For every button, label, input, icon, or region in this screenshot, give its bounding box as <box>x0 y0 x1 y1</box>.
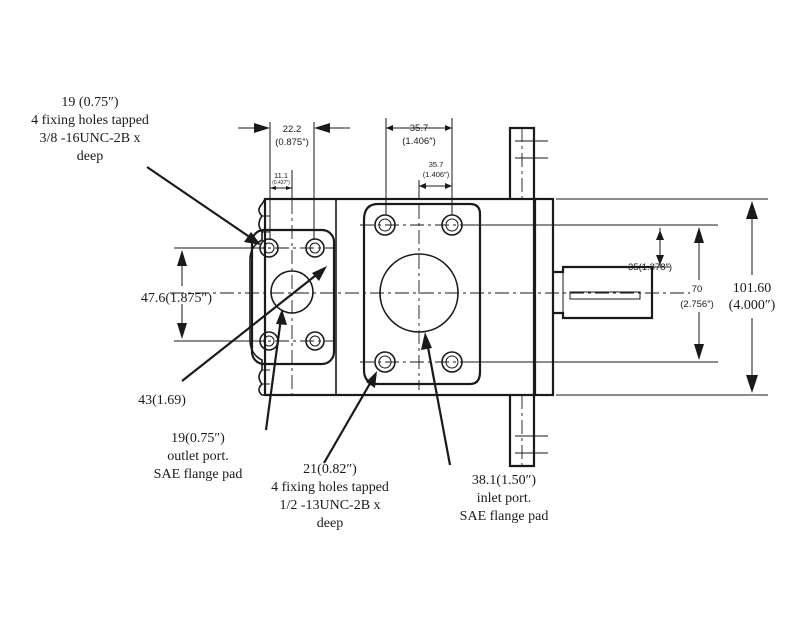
dim-47-6-label: 47.6(1.875″) <box>141 291 212 306</box>
dim-11-1-mm: 11.1 <box>274 171 288 180</box>
inlet-holes-line4: deep <box>317 516 343 531</box>
leader-inlet-holes: 21(0.82″) 4 fixing holes tapped 1/2 -13U… <box>271 371 389 531</box>
dimension-22-2: 22.2 (0.875″) <box>238 122 350 240</box>
outlet-port-line1: 19(0.75″) <box>171 431 225 446</box>
inlet-holes-line1: 21(0.82″) <box>303 462 357 477</box>
leader-inlet-port: 38.1(1.50″) inlet port. SAE flange pad <box>421 332 548 524</box>
dim-35-7-top-mm: 35.7 <box>410 123 429 134</box>
outlet-holes-line1: 19 (0.75″) <box>61 95 118 110</box>
outlet-holes-line3: 3/8 -16UNC-2B x <box>39 131 140 146</box>
outlet-port-line2: outlet port. <box>167 449 228 464</box>
dim-35-7-mid-mm: 35.7 <box>429 160 444 169</box>
leader-outlet-holes: 19 (0.75″) 4 fixing holes tapped 3/8 -16… <box>31 95 261 245</box>
drive-shaft <box>553 265 654 320</box>
dimension-35-7-top: 35.7 (1.406″) <box>385 118 453 215</box>
inlet-port-line1: 38.1(1.50″) <box>472 473 536 488</box>
dim-35-7-top-in: (1.406″) <box>402 136 435 147</box>
left-end-cap <box>249 198 270 396</box>
mounting-flange <box>508 126 555 468</box>
dim-22-2-mm: 22.2 <box>283 124 302 135</box>
dim-101-6-mm: 101.60 <box>733 281 772 296</box>
dim-101-6-in: (4.000″) <box>729 298 776 313</box>
dim-22-2-in: (0.875″) <box>275 137 308 148</box>
inlet-holes-line2: 4 fixing holes tapped <box>271 480 389 495</box>
outlet-holes-line4: deep <box>77 149 103 164</box>
centre-lines <box>170 200 690 395</box>
pump-body <box>263 197 537 397</box>
inlet-port-line3: SAE flange pad <box>460 509 549 524</box>
leader-outlet-port: 19(0.75″) outlet port. SAE flange pad <box>154 309 287 482</box>
dim-11-1-in: (0.437″) <box>272 180 290 186</box>
dimension-11-1: 11.1 (0.437″) <box>270 170 293 200</box>
inlet-port-line2: inlet port. <box>477 491 531 506</box>
dimension-47-6: 47.6(1.875″) <box>141 247 262 342</box>
outlet-port-line3: SAE flange pad <box>154 467 243 482</box>
dim-35-7-mid-in: (1.406″) <box>423 170 450 179</box>
dim-70-in: (2.756″) <box>680 299 713 310</box>
dimension-35-7-mid: 35.7 (1.406″) <box>418 160 452 200</box>
dim-35-shaft-label: 35(1.378″) <box>628 262 672 273</box>
dimension-70: 70 (2.756″) <box>466 224 718 363</box>
dim-43-label: 43(1.69) <box>138 393 186 408</box>
inlet-holes-line3: 1/2 -13UNC-2B x <box>279 498 380 513</box>
leader-43: 43(1.69) <box>138 266 327 408</box>
dimension-101-6: 101.60 (4.000″) <box>556 198 776 396</box>
inlet-flange-pad <box>362 202 482 386</box>
dim-70-mm: 70 <box>692 284 703 295</box>
outlet-holes-line2: 4 fixing holes tapped <box>31 113 149 128</box>
dimension-35-shaft: 35(1.378″) <box>628 228 672 273</box>
